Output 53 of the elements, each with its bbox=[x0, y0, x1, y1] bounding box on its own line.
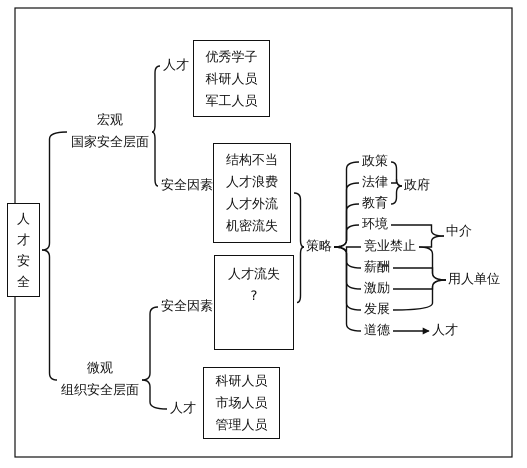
branch-label: 人才 bbox=[163, 56, 189, 76]
branch-label: 人才 bbox=[170, 399, 196, 419]
box-text: 管理人员 bbox=[214, 417, 268, 435]
brace-connector bbox=[152, 65, 160, 133]
branch-label: 发展 bbox=[364, 300, 390, 320]
branch-label: 薪酬 bbox=[364, 258, 390, 278]
box-text: 市场人员 bbox=[214, 395, 268, 413]
branch-label: 政府 bbox=[404, 176, 430, 196]
branch-label: 法律 bbox=[362, 173, 388, 193]
brace-connector bbox=[334, 246, 362, 332]
branch-label: 宏观 bbox=[96, 112, 124, 130]
branch-label: 环境 bbox=[362, 215, 388, 235]
branch-label: 激励 bbox=[364, 279, 390, 299]
box-text: 科研人员 bbox=[214, 373, 268, 391]
box-text: 军工人员 bbox=[204, 93, 258, 111]
branch-label: 道德 bbox=[364, 321, 390, 341]
brace-connector bbox=[391, 224, 444, 237]
branch-label: 中介 bbox=[446, 222, 472, 242]
branch-label: 策略 bbox=[306, 237, 332, 257]
brace-connector bbox=[142, 379, 168, 410]
arrow bbox=[393, 328, 430, 334]
brace-connector bbox=[393, 267, 446, 281]
category-box bbox=[203, 367, 280, 439]
branch-label: 用人单位 bbox=[448, 270, 500, 290]
box-text: 人才浪费 bbox=[225, 174, 279, 192]
brace-connector bbox=[391, 178, 402, 187]
branch-label: 教育 bbox=[362, 194, 388, 214]
category-box bbox=[214, 255, 294, 350]
branch-label: 国家安全层面 bbox=[70, 134, 150, 152]
branch-label: 安全因素 bbox=[161, 176, 213, 196]
box-text: 人才流失 bbox=[227, 266, 281, 284]
category-box bbox=[213, 143, 291, 243]
branch-label: 竞业禁止 bbox=[364, 237, 416, 257]
branch-label: 微观 bbox=[86, 360, 114, 378]
brace-connector bbox=[390, 185, 402, 205]
box-text: ? bbox=[250, 288, 258, 306]
box-text: 优秀学子 bbox=[204, 49, 258, 67]
branch-label: 安全因素 bbox=[161, 297, 213, 317]
box-text: 科研人员 bbox=[204, 71, 258, 89]
branch-label: 人才 bbox=[432, 321, 458, 341]
branch-label: 组织安全层面 bbox=[60, 382, 140, 400]
brace-connector bbox=[393, 279, 446, 311]
box-text: 机密流失 bbox=[225, 218, 279, 236]
brace-connector bbox=[152, 131, 158, 187]
category-box bbox=[7, 203, 40, 297]
brace-connector bbox=[42, 131, 68, 251]
box-text: 结构不当 bbox=[225, 152, 279, 170]
brace-connector bbox=[296, 246, 304, 304]
brace-connector bbox=[334, 224, 360, 248]
branch-label: 政策 bbox=[362, 152, 388, 172]
box-text: 人才安全 bbox=[16, 211, 30, 292]
category-box bbox=[193, 40, 270, 117]
box-text: 人才外流 bbox=[225, 196, 279, 214]
